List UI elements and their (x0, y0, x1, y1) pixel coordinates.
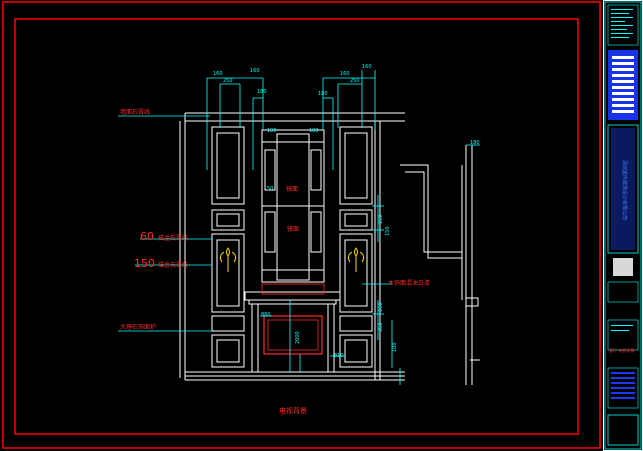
label-mirror-top: 镜面 (286, 185, 298, 193)
drawing-title: 电视背景 (279, 406, 307, 415)
dim-text: 150 (378, 214, 384, 224)
label-wall-molding: 墙面石膏线 (120, 108, 150, 116)
title-block-company-box (607, 124, 639, 254)
dim-text: 160 (378, 302, 384, 312)
mantel-shelf (244, 291, 341, 301)
sheet-name: 客厅-电视背景 (609, 347, 634, 353)
annotation-texts: 墙面石膏线 60 描金石膏线 150 描金石膏线 大理石饰面护 镜面 镜面 木饰… (120, 108, 430, 415)
dim-text: 250 (350, 78, 360, 84)
label-wood-paint: 木饰面混油白漆 (388, 279, 430, 287)
right-sconce-icon (347, 247, 365, 272)
right-panel-3 (339, 334, 373, 368)
right-panel-2 (339, 233, 373, 313)
label-60-text: 描金石膏线 (158, 234, 188, 242)
dim-text: 810 (334, 353, 344, 359)
dim-text: 100 (392, 342, 398, 352)
drawing-canvas: 160 250 160 180 160 160 250 180 180 180 … (2, 1, 601, 449)
dim-text: 180 (470, 140, 480, 146)
left-panel-3 (211, 334, 245, 368)
dim-text: 160 (362, 64, 372, 70)
dim-text: 160 (340, 71, 350, 77)
tv-outline (263, 315, 323, 355)
left-sconce-icon (219, 247, 237, 272)
company-name: 深圳室内装饰设计有限公司 (621, 160, 628, 220)
dimension-texts: 160 250 160 180 160 160 250 180 180 180 … (213, 64, 480, 359)
label-marble: 大理石饰面护 (120, 323, 156, 331)
dim-text: 350 (378, 322, 384, 332)
dim-text: 150 (385, 226, 391, 236)
label-60: 60 (140, 230, 154, 243)
title-block-header (607, 4, 639, 46)
left-panel-2 (211, 233, 245, 313)
right-panel-1 (339, 126, 373, 205)
dim-text: 2000 (295, 331, 301, 344)
dim-text: 180 (318, 91, 328, 97)
sheet-inner-border (14, 18, 579, 435)
dim-text: 880 (261, 312, 271, 318)
dim-text: 180 (257, 89, 267, 95)
left-panel-1 (211, 126, 245, 205)
title-block-panel: 深圳室内装饰设计有限公司 客厅-电视背景 (603, 0, 643, 451)
dim-text: 50 (267, 186, 273, 192)
label-150-text: 描金石膏线 (158, 261, 188, 269)
sheet-outer-border (2, 1, 601, 449)
dim-text: 250 (223, 78, 233, 84)
dim-text: 160 (250, 68, 260, 74)
label-mirror-mid: 镜面 (287, 225, 299, 233)
dim-text: 180 (267, 128, 277, 134)
label-150: 150 (134, 257, 155, 270)
dim-text: 180 (309, 128, 319, 134)
stamp-icon (613, 258, 633, 276)
dimension-lines (118, 70, 480, 385)
dim-text: 160 (213, 71, 223, 77)
title-block-company-logo (608, 50, 638, 120)
elevation-drawing (179, 112, 480, 385)
